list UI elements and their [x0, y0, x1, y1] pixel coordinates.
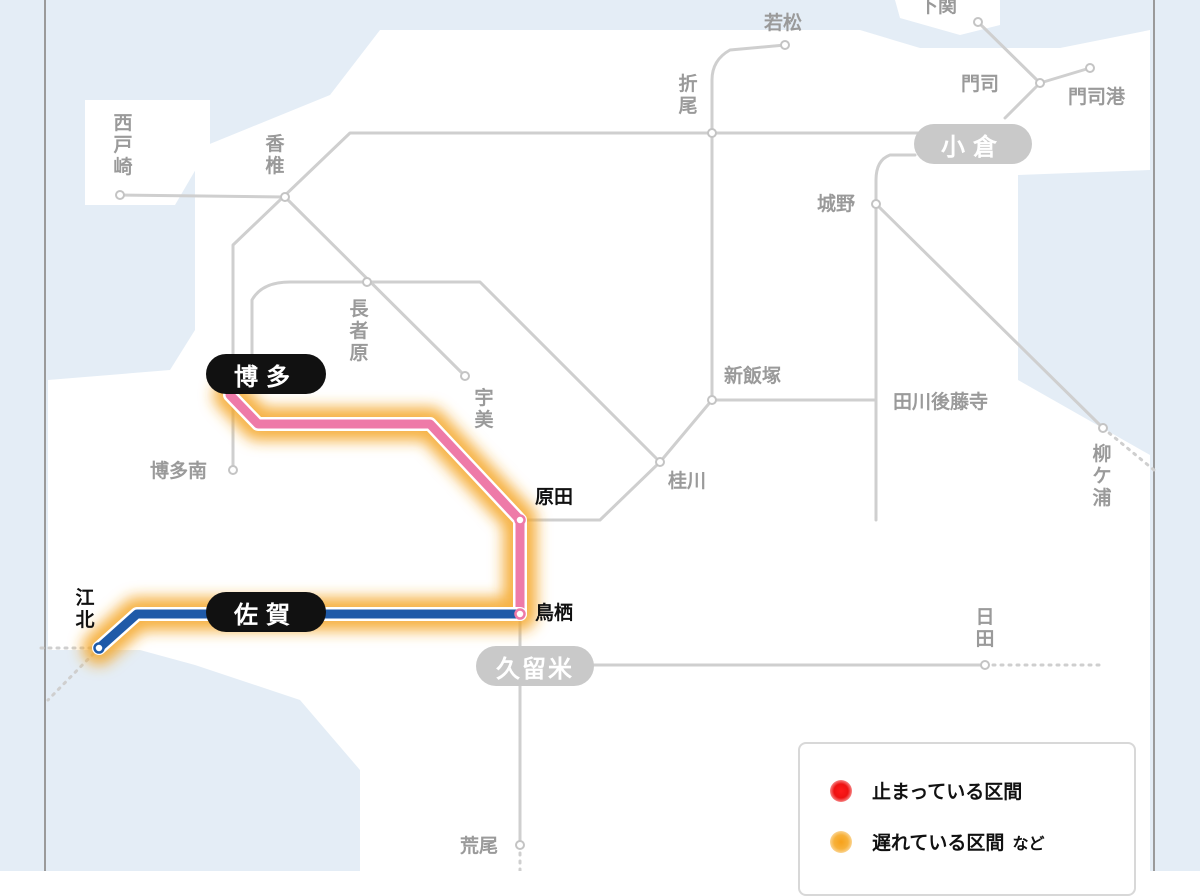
highlight-station-dots: [93, 514, 526, 654]
legend-stopped-label: 止まっている区間: [872, 781, 1023, 803]
station-yanagigaura: 柳ケ浦: [1092, 443, 1112, 509]
station-pill-hakata: 博多: [206, 354, 326, 394]
station-pill-kurume: 久留米: [476, 646, 594, 686]
station-haruda: 原田: [535, 486, 574, 508]
station-mojiko: 門司港: [1068, 86, 1126, 108]
station-pill-saga: 佐賀: [206, 592, 326, 632]
line-sasaguri: [250, 280, 662, 464]
legend-delayed-label: 遅れている区間: [872, 832, 1005, 854]
legend-row-delayed: 遅れている区間 など: [830, 828, 1044, 855]
land-north: [895, 0, 1000, 35]
line-chikuho: [518, 43, 787, 522]
station-tagawagotoji: 田川後藤寺: [893, 391, 989, 413]
station-chojabaru: 長者原: [349, 298, 369, 364]
station-pill-kokura: 小倉: [914, 124, 1032, 164]
land-peninsula: [85, 100, 210, 205]
legend: 止まっている区間 遅れている区間 など: [798, 742, 1136, 896]
station-orio: 折尾: [678, 73, 698, 117]
station-wakamatsu: 若松: [764, 12, 803, 34]
station-shiniizuka: 新飯塚: [724, 365, 782, 387]
legend-row-stopped: 止まっている区間: [830, 777, 1022, 804]
line-kagoshima-north: [231, 131, 922, 367]
station-hakataminami: 博多南: [150, 460, 208, 482]
station-moji: 門司: [961, 73, 1000, 95]
station-dots: [115, 17, 1108, 850]
line-moji-shimonoseki: [976, 20, 1042, 85]
station-kashii: 香椎: [265, 133, 285, 177]
station-umi: 宇美: [474, 387, 494, 431]
station-kohoku: 江北: [75, 587, 95, 631]
orange-dot-icon: [830, 830, 852, 853]
station-tosu: 鳥栖: [535, 602, 574, 624]
legend-delayed-suffix: など: [1012, 833, 1045, 853]
red-dot-icon: [830, 779, 852, 802]
station-hita: 日田: [975, 606, 995, 650]
line-nippo: [874, 202, 1105, 430]
line-hitahiko: [874, 153, 917, 520]
station-nishitozaki: 西戸崎: [113, 112, 133, 178]
station-jono: 城野: [817, 193, 856, 215]
station-keisen: 桂川: [668, 470, 707, 492]
station-shimonoseki: 下関: [919, 0, 958, 17]
station-arao: 荒尾: [460, 835, 499, 857]
